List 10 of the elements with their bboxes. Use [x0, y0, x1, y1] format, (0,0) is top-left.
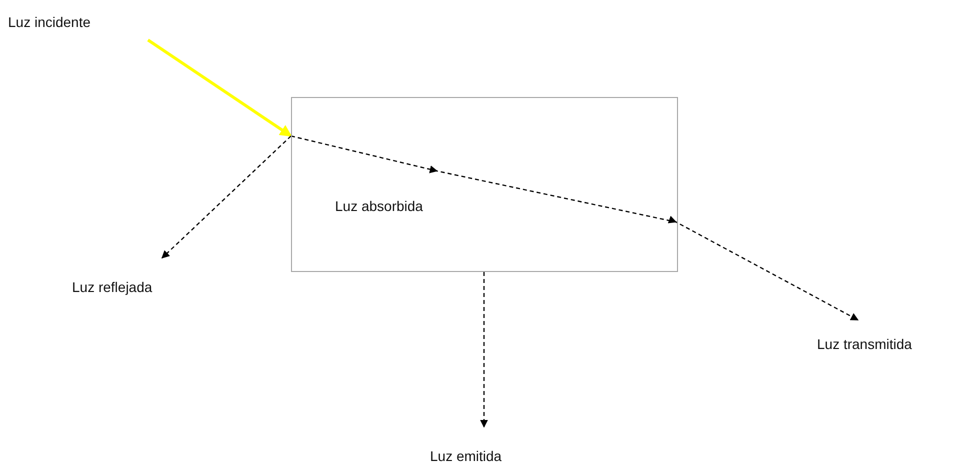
light-label: Luz transmitida: [817, 334, 967, 356]
arrow: [290, 135, 859, 321]
arrow: [480, 272, 488, 428]
material-box: [291, 97, 678, 272]
arrow: [161, 136, 292, 259]
light-label: Luz incidente: [8, 12, 118, 34]
arrow: [147, 38, 292, 138]
light-label: Luz emitida: [430, 446, 540, 465]
light-label: Luz reflejada: [72, 277, 192, 299]
box-label: Luz absorbida: [334, 197, 424, 216]
